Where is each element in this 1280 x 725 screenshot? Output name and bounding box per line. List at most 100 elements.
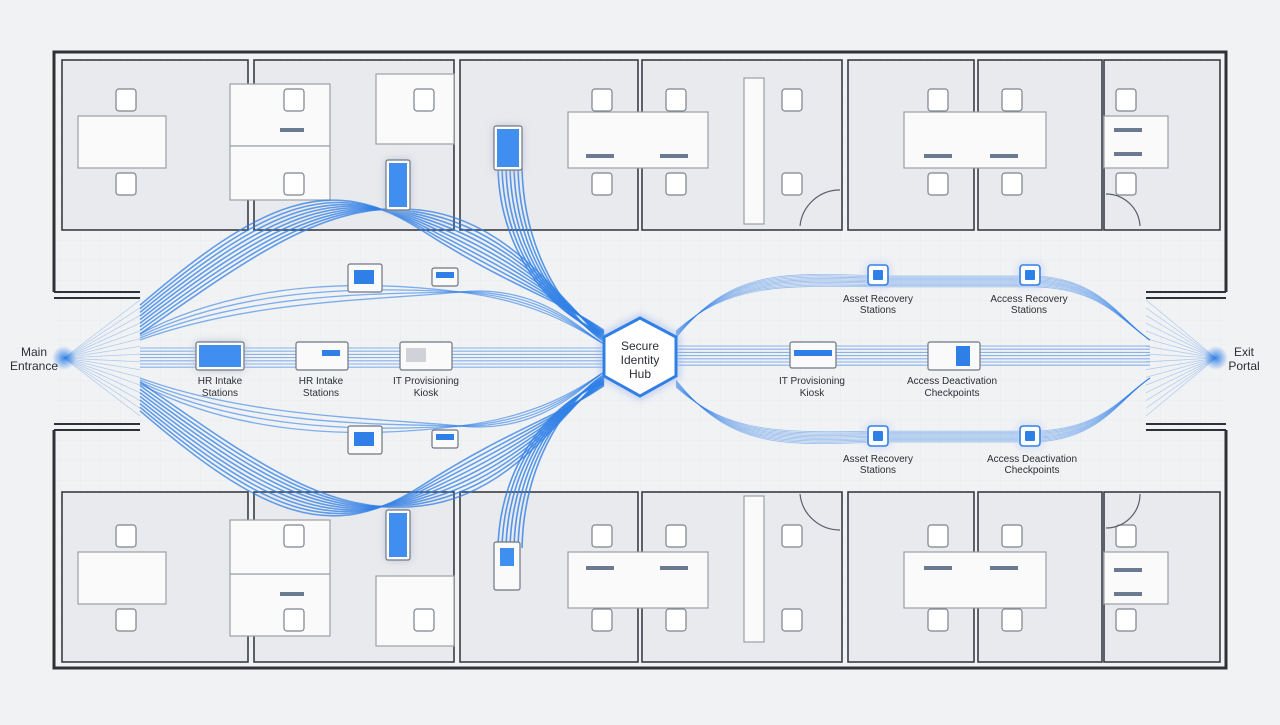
entrance-label-1: Main [21, 345, 47, 359]
monitor [990, 154, 1018, 158]
it-kiosk-off-label-2: Kiosk [800, 388, 825, 399]
hr-intake-label-1: HR Intake [299, 376, 344, 387]
flow-line [1145, 330, 1217, 359]
furniture-cluster [77, 73, 1169, 225]
monitor [660, 566, 688, 570]
exit-label-1: Exit [1234, 345, 1255, 359]
monitor [1114, 128, 1142, 132]
flow-line [1145, 357, 1217, 378]
flow-line [63, 353, 141, 359]
flow-line [63, 357, 141, 378]
monitor [1114, 568, 1142, 572]
chair [591, 608, 613, 632]
hr-intake-station [295, 341, 349, 371]
flow-line [139, 384, 605, 517]
monitor [280, 128, 304, 132]
entrance-label-2: Entrance [10, 359, 58, 373]
entrance-glow [52, 346, 76, 370]
small-station-bottom-2 [431, 429, 459, 449]
flow-line [63, 330, 141, 359]
monitor [1114, 152, 1142, 156]
chair [665, 88, 687, 112]
chair [1115, 88, 1137, 112]
chair [283, 608, 305, 632]
hr-wide-label-2: Stations [202, 388, 238, 399]
flow-line [139, 371, 605, 429]
hr-intake-station-screen [322, 350, 340, 356]
desk [903, 551, 1047, 609]
asset-bottom-left-label-2: Stations [860, 465, 896, 476]
it-kiosk-off-label-1: IT Provisioning [779, 376, 845, 387]
desk [1103, 551, 1169, 605]
office-rooms [61, 59, 1221, 663]
small-station-bottom-1-screen [354, 432, 374, 446]
chair [927, 608, 949, 632]
flow-line [1145, 357, 1217, 417]
flow-line [1145, 322, 1217, 359]
flow-line [1145, 338, 1217, 359]
hr-wide-label-1: HR Intake [198, 376, 243, 387]
flow-line [1145, 299, 1217, 359]
chair [283, 88, 305, 112]
asset-bottom-left-label-1: Asset Recovery [843, 454, 913, 465]
identity-hub[interactable] [602, 316, 678, 398]
deactivation-station [927, 341, 981, 371]
desk [903, 111, 1047, 169]
hr-wide-station-screen [199, 345, 241, 367]
flow-line [139, 291, 605, 345]
doors [799, 189, 1141, 531]
deactivation-mid-label-1: Access Deactivation [907, 376, 997, 387]
desk [229, 573, 331, 637]
flow-line [63, 357, 141, 363]
flow-line [139, 284, 605, 345]
deactivation-station-screen [956, 346, 970, 366]
flow-line [63, 338, 141, 359]
monitor [586, 154, 614, 158]
tall-kiosk-bottom-screen [389, 513, 407, 557]
flow-line [63, 315, 141, 359]
asset-badge-top-left-core [873, 270, 883, 280]
desk [567, 551, 709, 609]
asset-badge-top-right-core [1025, 270, 1035, 280]
asset-badge-top-right [1019, 264, 1041, 286]
exit-glow [1204, 346, 1228, 370]
flow-line [675, 285, 1151, 341]
flow-line [139, 290, 605, 345]
flow-line [1145, 357, 1217, 401]
hr-intake-label-2: Stations [303, 388, 339, 399]
chair [927, 88, 949, 112]
flow-line [63, 357, 141, 409]
chair [781, 608, 803, 632]
desk [567, 111, 709, 169]
hub-label-2: Identity [621, 353, 660, 367]
asset-top-left-label-1: Asset Recovery [843, 294, 913, 305]
flow-line [139, 289, 605, 345]
tall-kiosk-top-screen [389, 163, 407, 207]
monitor [924, 566, 952, 570]
flow-line [1145, 315, 1217, 359]
chair [781, 88, 803, 112]
small-station-top-2-screen [436, 272, 454, 278]
flow-line [63, 346, 141, 359]
hub-label-3: Hub [629, 367, 651, 381]
kiosk-bottom [493, 541, 521, 591]
chair [1115, 608, 1137, 632]
chair [781, 524, 803, 548]
asset-top-left-label-2: Stations [860, 305, 896, 316]
flow-line [63, 357, 141, 386]
monitor [1114, 592, 1142, 596]
asset-badge-bottom-left-core [873, 431, 883, 441]
kiosk-bottom-screen [500, 548, 514, 566]
desk [229, 519, 331, 575]
deactivation-station-frame [927, 341, 981, 371]
small-station-top-1 [347, 263, 383, 293]
tall-kiosk-bottom [385, 509, 411, 561]
hr-wide-station [195, 341, 245, 371]
flow-line [521, 373, 605, 549]
chair [1115, 172, 1137, 196]
asset-badge-top-left [867, 264, 889, 286]
small-station-bottom-2-screen [436, 434, 454, 440]
small-station-top-1-screen [354, 270, 374, 284]
hub-hexagon[interactable] [602, 316, 678, 398]
